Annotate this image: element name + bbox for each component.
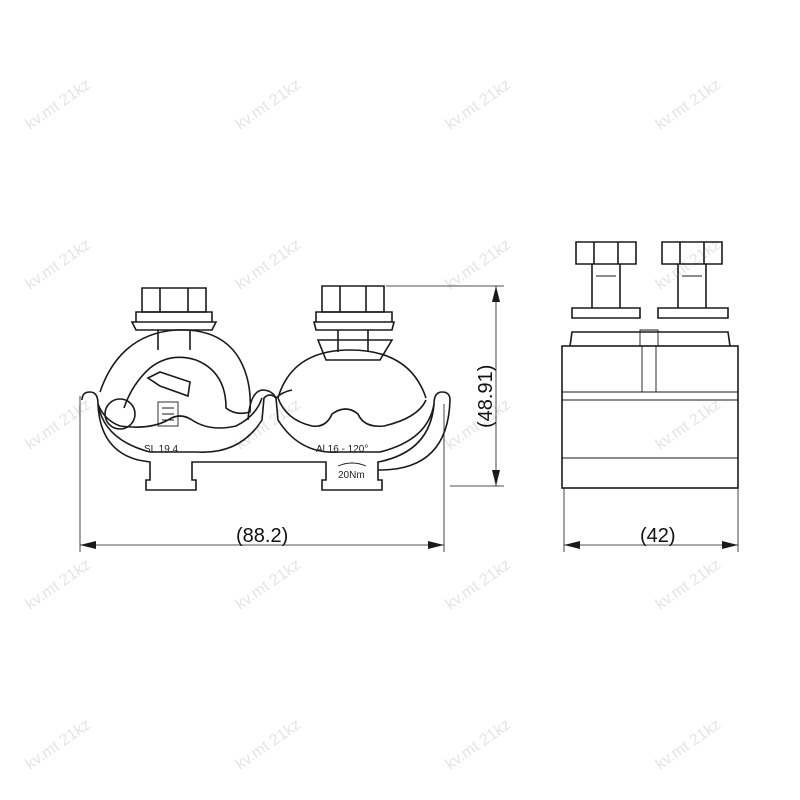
engraving-al-range: Al 16 - 120° — [316, 444, 368, 455]
side-body-lines — [562, 391, 738, 459]
watermark-text: kv.mt 21kz — [23, 76, 94, 133]
dim-height-lines — [386, 285, 504, 487]
watermark-text: kv.mt 21kz — [23, 236, 94, 293]
left-latch — [146, 371, 191, 398]
right-hook-arm — [277, 349, 427, 399]
left-hook-arm — [99, 329, 252, 415]
dim-height-label: (48.91) — [475, 365, 497, 428]
watermark-layer: kv.mt 21kz kv.mt 21kz kv.mt 21kz kv.mt 21kz… — [23, 76, 724, 773]
left-bolt-head — [141, 287, 207, 313]
engraving-torque: 20Nm — [338, 470, 365, 481]
engraving-sl: SL 19.4 — [144, 444, 179, 455]
dim-width-label: (88.2) — [236, 525, 288, 547]
side-top-plate — [569, 331, 731, 347]
watermark-text: kv.mt 21kz — [233, 396, 304, 453]
watermark-text: kv.mt 21kz — [653, 716, 724, 773]
watermark-text: kv.mt 21kz — [653, 396, 724, 453]
watermark-text: kv.mt 21kz — [653, 76, 724, 133]
side-view — [561, 241, 739, 489]
left-cable-cradle — [97, 397, 263, 429]
right-cable-cradle — [277, 397, 427, 428]
watermark-text: kv.mt 21kz — [233, 716, 304, 773]
torque-arc — [337, 462, 367, 467]
left-bolt-shank — [157, 330, 191, 350]
left-cable-circle — [104, 398, 136, 430]
front-view: SL 19.4 Al 16 - 120° 20Nm — [81, 285, 451, 491]
watermark-text: kv.mt 21kz — [443, 236, 514, 293]
watermark-text: kv.mt 21kz — [443, 76, 514, 133]
watermark-text: kv.mt 21kz — [443, 556, 514, 613]
side-center-slot — [639, 329, 659, 392]
brand-stamp — [157, 401, 179, 427]
middle-finger — [247, 389, 293, 421]
right-bolt-head — [321, 285, 385, 313]
side-washers — [571, 307, 729, 319]
right-bolt-shank — [337, 330, 369, 352]
dimensions: (88.2) (48.91) (42) — [79, 285, 739, 552]
side-bolt-head-right — [661, 241, 723, 265]
clamp-body-outline — [81, 391, 451, 491]
dim-depth-label: (42) — [640, 525, 676, 547]
side-bolt-head-left — [575, 241, 637, 265]
watermark-text: kv.mt 21kz — [443, 716, 514, 773]
side-bolt-shanks — [591, 264, 707, 308]
left-washer — [130, 311, 218, 331]
watermark-text: kv.mt 21kz — [23, 556, 94, 613]
dim-width-lines — [79, 396, 445, 552]
watermark-text: kv.mt 21kz — [23, 716, 94, 773]
right-washer — [312, 311, 396, 331]
watermark-text: kv.mt 21kz — [233, 76, 304, 133]
watermark-text: kv.mt 21kz — [233, 556, 304, 613]
watermark-text: kv.mt 21kz — [23, 396, 94, 453]
dim-depth-lines — [563, 488, 739, 552]
watermark-text: kv.mt 21kz — [233, 236, 304, 293]
clamp-body-bottom — [97, 394, 435, 454]
watermark-text: kv.mt 21kz — [653, 556, 724, 613]
